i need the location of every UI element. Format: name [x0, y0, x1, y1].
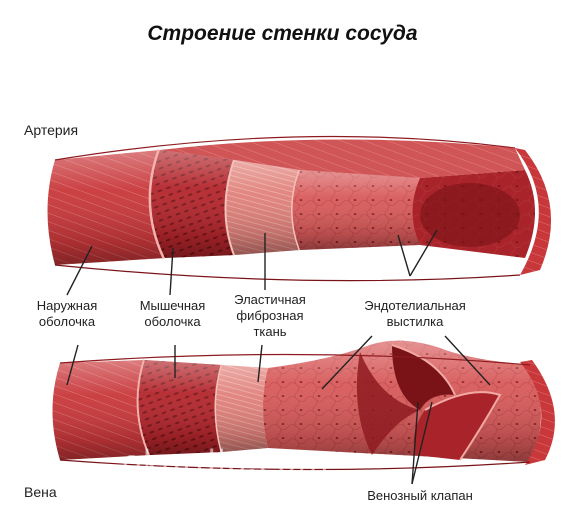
- artery-label: Артерия: [24, 122, 78, 138]
- elastic-layer-line-1: Эластичная: [215, 292, 325, 308]
- vein-label: Вена: [24, 484, 57, 500]
- endothelium-line-1: Эндотелиальная: [340, 298, 490, 314]
- venous-valve-label: Венозный клапан: [350, 488, 490, 504]
- muscle-layer-line-2: оболочка: [115, 314, 230, 330]
- endothelium-label: Эндотелиальная выстилка: [340, 298, 490, 330]
- watermark: okardio.com: [122, 443, 329, 481]
- elastic-layer-line-3: ткань: [215, 324, 325, 340]
- elastic-layer-label: Эластичная фиброзная ткань: [215, 292, 325, 340]
- outer-layer-label: Наружная оболочка: [12, 298, 122, 330]
- outer-layer-line-1: Наружная: [12, 298, 122, 314]
- muscle-layer-label: Мышечная оболочка: [115, 298, 230, 330]
- elastic-layer-line-2: фиброзная: [215, 308, 325, 324]
- artery-tube: [48, 136, 552, 280]
- outer-layer-line-2: оболочка: [12, 314, 122, 330]
- muscle-layer-line-1: Мышечная: [115, 298, 230, 314]
- endothelium-line-2: выстилка: [340, 314, 490, 330]
